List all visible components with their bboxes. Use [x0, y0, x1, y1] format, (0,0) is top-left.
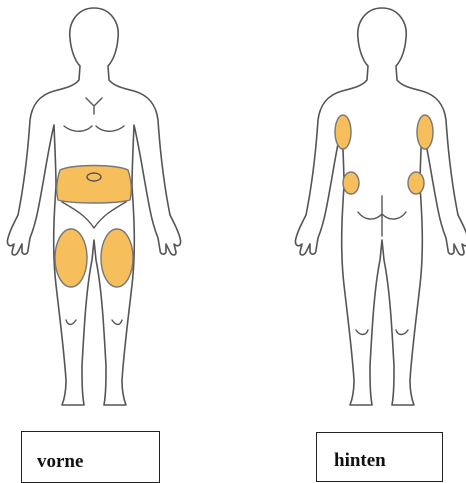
front-left-thigh-site	[55, 229, 87, 287]
front-body-outline	[7, 8, 180, 405]
back-left-upper-arm-site	[335, 115, 351, 149]
back-body-figure	[295, 8, 466, 405]
back-view-label-box: hinten	[316, 432, 443, 482]
front-view-label-box: vorne	[21, 431, 160, 483]
back-left-flank-site	[343, 172, 359, 194]
back-right-flank-site	[408, 172, 424, 194]
back-view-label: hinten	[334, 450, 386, 472]
back-right-upper-arm-site	[417, 115, 433, 149]
front-right-thigh-site	[101, 229, 133, 287]
front-view-label: vorne	[37, 451, 83, 473]
back-body-outline	[295, 8, 466, 405]
front-abdomen-site	[57, 166, 132, 204]
front-body-figure	[7, 8, 180, 405]
